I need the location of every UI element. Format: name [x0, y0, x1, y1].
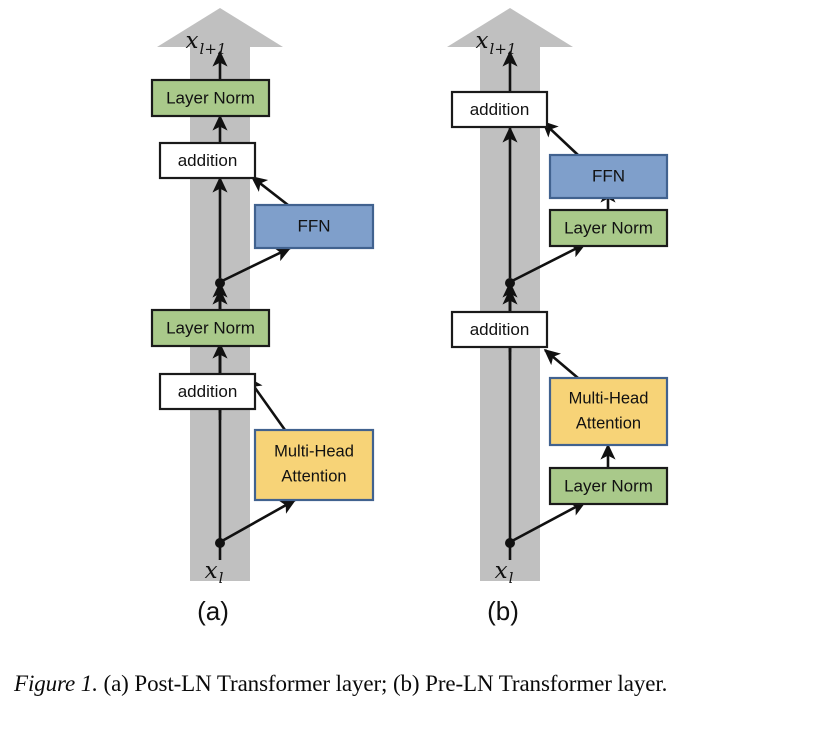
figure-caption: Figure 1. (a) Post-LN Transformer layer;… [14, 668, 810, 700]
block-b-addition-bottom-label: addition [470, 320, 530, 339]
block-b-ffn[interactable]: FFN [548, 153, 669, 200]
block-a-addition-bottom-label: addition [178, 382, 238, 401]
block-a-layer-norm-bottom-label: Layer Norm [166, 318, 255, 337]
svg-text:xl+1: xl+1 [186, 28, 227, 58]
panel-label-b: (b) [487, 596, 519, 626]
block-b-multi-head-attention[interactable]: Multi-Head Attention [548, 376, 669, 447]
panel-a: Layer Norm addition FFN Layer Norm addit… [150, 8, 375, 626]
block-a-multi-head-attention[interactable]: Multi-Head Attention [253, 428, 375, 502]
figure-caption-text: (a) Post-LN Transformer layer; (b) Pre-L… [103, 671, 668, 696]
branch-arrow-a-to-attention [221, 498, 297, 543]
branch-arrow-b-to-layer-norm-ffn [511, 242, 587, 283]
block-b-attention-label-line1: Multi-Head [569, 389, 649, 407]
block-b-layer-norm-attention[interactable]: Layer Norm [548, 466, 669, 506]
block-a-layer-norm-top-label: Layer Norm [166, 88, 255, 107]
figure-caption-lead: Figure 1. [14, 671, 98, 696]
block-a-attention-label-line2: Attention [281, 467, 346, 485]
block-b-attention-label-line2: Attention [576, 414, 641, 432]
block-b-addition-bottom[interactable]: addition [450, 310, 549, 349]
output-label-a: xl+1 [186, 28, 227, 58]
output-sub-a: l+1 [200, 40, 227, 58]
panel-b: addition FFN Layer Norm addition Multi-H… [447, 8, 669, 626]
output-var-a: x [186, 28, 199, 54]
panel-label-a: (a) [197, 596, 229, 626]
block-a-layer-norm-top[interactable]: Layer Norm [150, 78, 271, 118]
block-a-addition-top-label: addition [178, 151, 238, 170]
input-label-b: xl [495, 558, 514, 587]
block-b-layer-norm-ffn-label: Layer Norm [564, 218, 653, 237]
svg-text:xl: xl [495, 558, 514, 587]
block-a-ffn-label: FFN [297, 216, 330, 235]
transformer-architecture-diagram: Layer Norm addition FFN Layer Norm addit… [150, 8, 669, 626]
merge-arrow-b-attention-to-addition [543, 348, 579, 379]
output-sub-b: l+1 [490, 40, 517, 58]
block-b-ffn-label: FFN [592, 166, 625, 185]
block-a-attention-label-line1: Multi-Head [274, 442, 354, 460]
input-sub-b: l [509, 569, 514, 587]
merge-arrow-b-ffn-to-addition [541, 120, 579, 156]
block-a-addition-top[interactable]: addition [158, 141, 257, 180]
output-label-b: xl+1 [476, 28, 517, 58]
block-a-layer-norm-bottom[interactable]: Layer Norm [150, 308, 271, 348]
block-b-layer-norm-ffn[interactable]: Layer Norm [548, 208, 669, 248]
block-b-addition-top[interactable]: addition [450, 90, 549, 129]
input-label-a: xl [205, 558, 224, 587]
input-var-a: x [205, 558, 218, 584]
block-b-layer-norm-attention-label: Layer Norm [564, 476, 653, 495]
input-var-b: x [495, 558, 508, 584]
output-var-b: x [476, 28, 489, 54]
block-b-addition-top-label: addition [470, 100, 530, 119]
svg-text:xl+1: xl+1 [476, 28, 517, 58]
block-a-ffn[interactable]: FFN [253, 203, 375, 250]
svg-text:xl: xl [205, 558, 224, 587]
input-sub-a: l [219, 569, 224, 587]
merge-arrow-a-ffn-to-addition [250, 175, 289, 207]
branch-arrow-a-to-ffn [221, 246, 292, 283]
block-a-addition-bottom[interactable]: addition [158, 372, 257, 411]
branch-arrow-b-to-layer-norm-attn [511, 500, 587, 543]
